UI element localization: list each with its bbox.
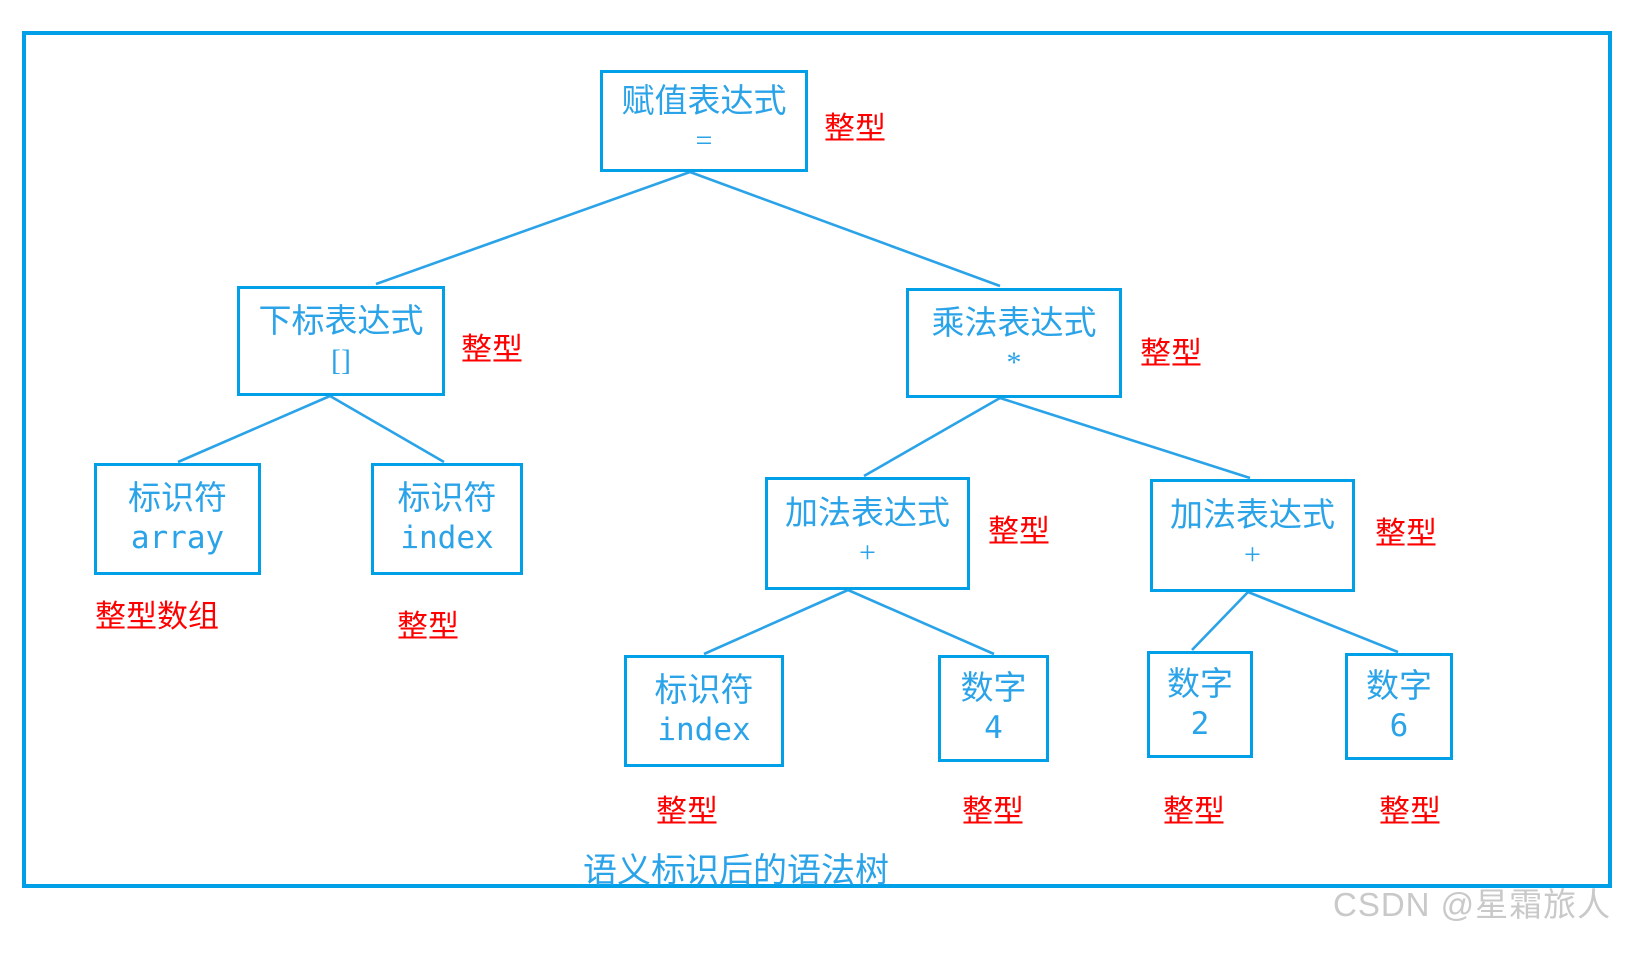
node-id-array-title: 标识符	[128, 481, 227, 518]
type-label-num-6: 整型	[1379, 794, 1441, 829]
node-id-index-title: 标识符	[397, 481, 497, 518]
node-id-index2[interactable]: 标识符 index	[624, 655, 784, 767]
node-multiply-operator: *	[1006, 345, 1022, 379]
node-multiply[interactable]: 乘法表达式 *	[906, 288, 1122, 398]
type-label-add-right: 整型	[1375, 516, 1437, 551]
node-id-index2-name: index	[657, 712, 751, 749]
node-add-right-operator: +	[1244, 538, 1261, 572]
type-label-id-array: 整型数组	[95, 599, 219, 634]
type-label-subscript: 整型	[461, 332, 523, 367]
node-num-2-title: 数字	[1167, 666, 1233, 703]
node-multiply-title: 乘法表达式	[931, 305, 1097, 342]
node-add-left-title: 加法表达式	[785, 496, 950, 533]
type-label-id-index2: 整型	[656, 794, 718, 829]
node-num-2[interactable]: 数字 2	[1147, 651, 1253, 758]
node-assign-title: 赋值表达式	[621, 83, 787, 120]
node-add-right[interactable]: 加法表达式 +	[1150, 479, 1355, 592]
type-label-id-index: 整型	[397, 609, 459, 644]
node-add-left[interactable]: 加法表达式 +	[765, 477, 970, 590]
type-label-add-left: 整型	[988, 514, 1050, 549]
node-id-index2-title: 标识符	[654, 673, 754, 710]
type-label-num-4: 整型	[962, 794, 1024, 829]
node-id-array[interactable]: 标识符 array	[94, 463, 261, 575]
type-label-num-2: 整型	[1163, 794, 1225, 829]
node-num-6[interactable]: 数字 6	[1345, 653, 1453, 760]
node-subscript[interactable]: 下标表达式 []	[237, 286, 445, 396]
diagram-caption: 语义标识后的语法树	[583, 853, 889, 890]
type-label-multiply: 整型	[1140, 336, 1202, 371]
node-assign[interactable]: 赋值表达式 =	[600, 70, 808, 172]
node-add-left-operator: +	[859, 536, 876, 570]
node-num-4[interactable]: 数字 4	[938, 655, 1049, 762]
diagram-frame	[22, 31, 1612, 888]
node-subscript-operator: []	[331, 343, 351, 377]
node-num-2-value: 2	[1190, 705, 1210, 742]
node-add-right-title: 加法表达式	[1170, 498, 1335, 535]
node-id-index[interactable]: 标识符 index	[371, 463, 523, 575]
node-id-index-name: index	[400, 520, 494, 557]
node-assign-operator: =	[695, 123, 713, 157]
type-label-assign: 整型	[824, 111, 886, 146]
node-num-6-title: 数字	[1366, 668, 1432, 705]
node-num-4-title: 数字	[960, 670, 1027, 707]
node-num-6-value: 6	[1389, 707, 1409, 744]
node-id-array-name: array	[130, 520, 225, 557]
csdn-watermark: CSDN @星霜旅人	[1333, 886, 1612, 923]
node-num-4-value: 4	[984, 709, 1003, 746]
node-subscript-title: 下标表达式	[258, 303, 424, 340]
